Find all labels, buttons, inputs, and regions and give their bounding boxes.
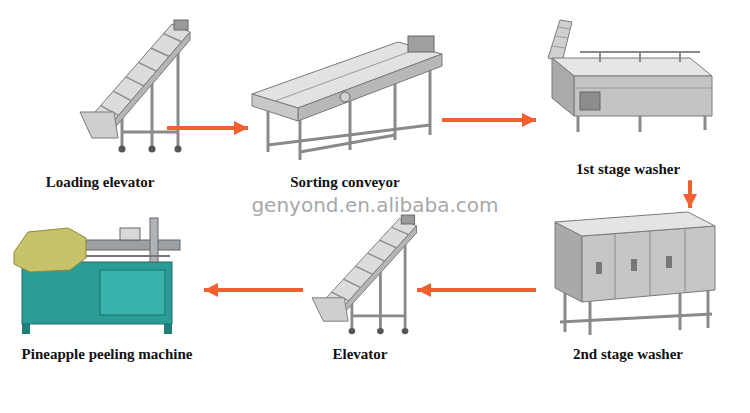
machine-label: 1st stage washer — [538, 161, 718, 178]
first-washer-figure — [548, 20, 712, 132]
flow-arrow — [442, 118, 536, 122]
machine-label: Elevator — [305, 346, 415, 363]
watermark: genyond.en.alibaba.com — [251, 194, 498, 217]
flow-arrow — [204, 288, 303, 292]
machine-label: 2nd stage washer — [538, 346, 718, 363]
sorting-conveyor-figure — [252, 36, 442, 160]
machine-node: Elevator — [305, 210, 415, 363]
machine-node: 1st stage washer — [538, 20, 718, 178]
machine-node: Loading elevator — [35, 20, 165, 191]
second-washer-figure — [555, 212, 715, 335]
flow-arrow — [167, 126, 248, 130]
elevator-figure — [312, 215, 417, 334]
machine-node: Sorting conveyor — [250, 35, 440, 191]
flow-arrow — [688, 180, 692, 208]
machine-label: Sorting conveyor — [250, 174, 440, 191]
machine-node: 2nd stage washer — [538, 210, 718, 363]
flow-arrow — [417, 288, 536, 292]
peeling-machine-figure — [14, 218, 180, 334]
machine-label: Pineapple peeling machine — [12, 346, 202, 363]
machine-label: Loading elevator — [35, 174, 165, 191]
machine-node: Pineapple peeling machine — [12, 210, 202, 363]
loading-elevator-figure — [80, 20, 190, 153]
